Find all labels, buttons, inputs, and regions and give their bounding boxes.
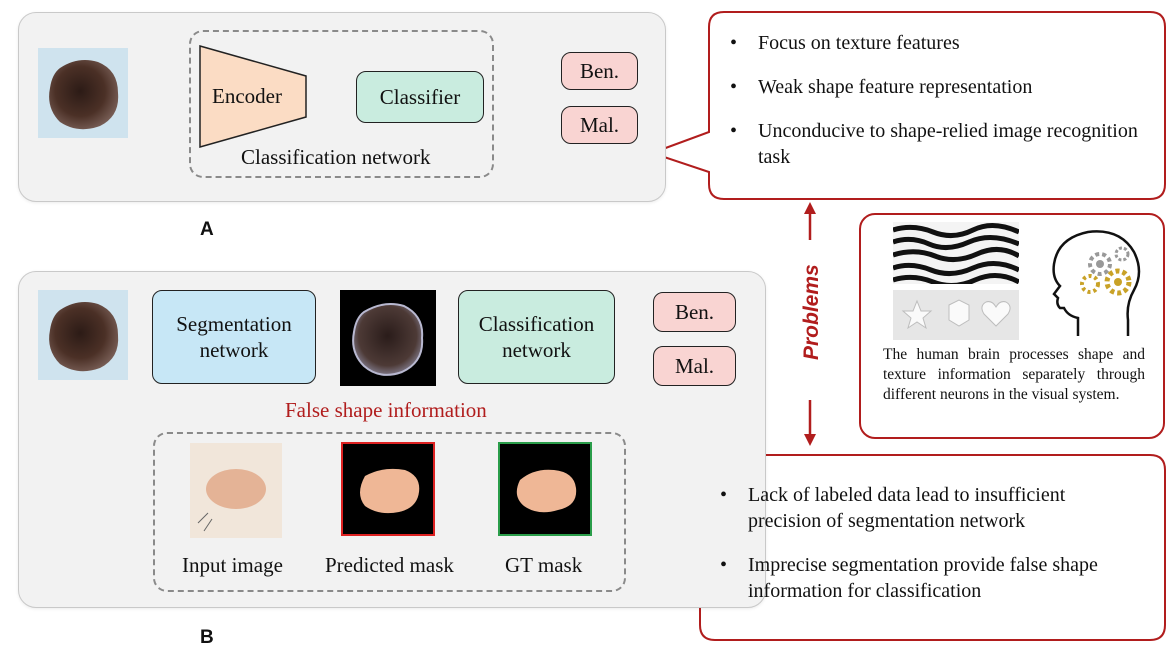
classification-network-box: Classification network (458, 290, 615, 384)
segmentation-network-box: Segmentation network (152, 290, 316, 384)
callout-top-bullet: Unconducive to shape-relied image recogn… (724, 118, 1144, 170)
classification-network-caption: Classification network (241, 145, 431, 169)
problems-label: Problems (800, 264, 823, 360)
input-image-caption: Input image (182, 553, 283, 577)
callout-bottom-bullets: Lack of labeled data lead to insufficien… (714, 482, 1134, 622)
classifier-box: Classifier (356, 71, 484, 123)
gt-mask-caption: GT mask (505, 553, 583, 577)
encoder-label: Encoder (212, 84, 282, 108)
input-image-thumbnail (190, 443, 282, 538)
brain-box-text: The human brain processes shape and text… (883, 346, 1145, 404)
callout-top-bullets: Focus on texture features Weak shape fea… (724, 30, 1144, 188)
callout-bottom-bullet: Lack of labeled data lead to insufficien… (714, 482, 1134, 534)
lesion-image (38, 48, 128, 138)
segmentation-examples-group (153, 432, 626, 592)
brain-gears-icon (1038, 224, 1148, 340)
panel-a-letter: A (200, 219, 214, 240)
predicted-mask-caption: Predicted mask (325, 553, 454, 577)
classification-network-group (189, 30, 494, 178)
false-shape-label: False shape information (285, 398, 487, 422)
output-malignant-a: Mal. (561, 106, 638, 144)
output-benign-a: Ben. (561, 52, 638, 90)
predicted-mask-thumbnail (341, 442, 435, 536)
lesion-image-b (38, 290, 128, 380)
callout-top-bullet: Weak shape feature representation (724, 74, 1144, 100)
gt-mask-thumbnail (498, 442, 592, 536)
zebra-texture-image (893, 222, 1019, 284)
callout-bottom-bullet: Imprecise segmentation provide false sha… (714, 552, 1134, 604)
callout-top-bullet: Focus on texture features (724, 30, 1144, 56)
panel-b-letter: B (200, 627, 214, 648)
shapes-image (893, 290, 1019, 340)
output-malignant-b: Mal. (653, 346, 736, 386)
output-benign-b: Ben. (653, 292, 736, 332)
segmented-lesion-image (340, 290, 436, 386)
